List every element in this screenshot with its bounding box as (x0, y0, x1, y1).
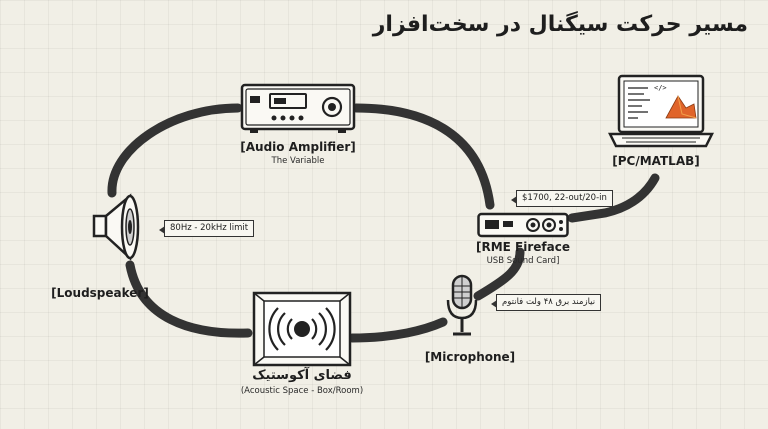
soundcard-price-tag: $1700, 22-out/20-in (511, 190, 613, 207)
amplifier-sublabel: The Variable (271, 156, 325, 166)
microphone-node (444, 274, 480, 344)
cable-soundcard-to-amplifier (351, 103, 495, 210)
acoustic-space-icon (252, 291, 352, 367)
space-sublabel: (Acoustic Space - Box/Room) (240, 386, 364, 396)
pc-label: [PC/MATLAB] (612, 154, 700, 168)
space-node (252, 291, 352, 367)
soundcard-icon (477, 212, 569, 238)
microphone-label: [Microphone] (424, 350, 516, 364)
microphone-phantom-power-tag: نیازمند برق ۴۸ ولت فانتوم (490, 294, 602, 311)
microphone-icon (446, 274, 478, 336)
cable-amplifier-to-speaker (107, 103, 243, 198)
pc-node: </> (607, 74, 715, 150)
cable-speaker-to-space (125, 260, 253, 338)
page-title: مسیر حرکت سیگنال در سخت‌افزار (372, 12, 748, 37)
soundcard-sublabel: USB Sound Card] (486, 256, 560, 266)
laptop-icon: </> (607, 74, 715, 148)
speaker-frequency-tag: 80Hz - 20kHz limit (158, 220, 255, 237)
amplifier-node (240, 82, 356, 134)
amplifier-label: [Audio Amplifier] (240, 140, 356, 154)
speaker-node (86, 192, 146, 262)
loudspeaker-icon (92, 193, 140, 261)
cable-microphone-to-soundcard (473, 247, 525, 301)
cable-space-to-microphone (347, 317, 448, 343)
amplifier-icon (240, 83, 356, 133)
soundcard-label: [RME Fireface (476, 240, 570, 254)
space-label: فضای آکوستیک (252, 368, 352, 383)
svg-text:</>: </> (654, 84, 667, 92)
cable-pc-to-soundcard (567, 173, 660, 223)
speaker-label: [Loudspeaker] (51, 286, 149, 300)
soundcard-node (477, 212, 569, 238)
